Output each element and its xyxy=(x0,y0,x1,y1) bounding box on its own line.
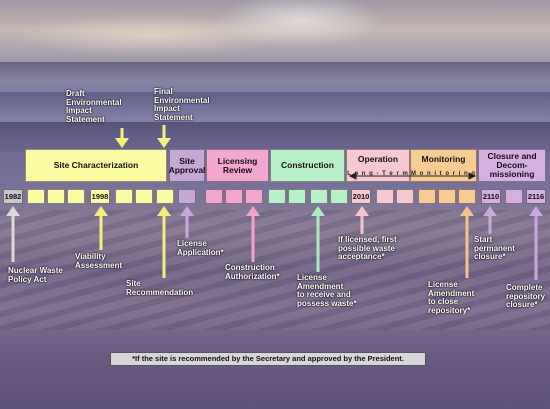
phase-label: Closure and Decom- missioning xyxy=(487,151,537,179)
timeline-cell xyxy=(288,189,306,204)
timeline-cell xyxy=(376,189,394,204)
timeline-cell xyxy=(310,189,328,204)
amend-receive-arrow-head xyxy=(311,206,325,216)
timeline-cell xyxy=(135,189,153,204)
phase-sublabel: L o n g - T e r m xyxy=(347,171,409,177)
timeline-cell xyxy=(458,189,476,204)
phase-construction: Construction xyxy=(270,149,345,182)
year-marker-2116: 2116 xyxy=(526,189,546,204)
phase-site-approval: Site Approval xyxy=(169,149,205,182)
viability-arrow-head xyxy=(94,206,108,216)
label-complete-closure: Complete repository closure* xyxy=(506,283,546,309)
timeline-cell xyxy=(67,189,85,204)
timeline-cell xyxy=(268,189,286,204)
label-nwpa: Nuclear Waste Policy Act xyxy=(8,266,63,284)
timeline-cell xyxy=(225,189,243,204)
phase-site-characterization: Site Characterization xyxy=(25,149,167,182)
mountain-slope xyxy=(0,122,550,152)
phase-label: Site Approval xyxy=(168,155,206,175)
label-construction-authorization: Construction Authorization* xyxy=(225,263,280,281)
timeline-cell xyxy=(178,189,196,204)
start-closure-arrow-head xyxy=(483,206,497,216)
terrain-texture xyxy=(0,210,550,330)
complete-closure-arrow-head xyxy=(529,206,543,216)
label-license-amendment-close: License Amendment to close repository* xyxy=(428,280,475,315)
site-rec-arrow-head xyxy=(157,206,171,216)
nwpa-arrow-head xyxy=(6,206,20,216)
draft-eis-arrow-head xyxy=(115,138,129,148)
timeline-cell xyxy=(27,189,45,204)
phase-label: Licensing Review xyxy=(217,155,258,175)
if-licensed-arrow-head xyxy=(355,206,369,216)
label-viability: Viability Assessment xyxy=(75,252,123,270)
phase-closure: Closure and Decom- missioning xyxy=(478,149,546,182)
label-draft-eis: Draft Environmental Impact Statement xyxy=(66,89,122,124)
timeline-cell xyxy=(418,189,436,204)
phase-licensing-review: Licensing Review xyxy=(206,149,269,182)
timeline-cell xyxy=(245,189,263,204)
year-marker-1998: 1998 xyxy=(90,189,110,204)
timeline-cell xyxy=(156,189,174,204)
mountain-ridge-far xyxy=(0,62,550,82)
phase-label: Site Characterization xyxy=(53,160,139,170)
label-license-amendment-receive: License Amendment to receive and possess… xyxy=(297,273,357,308)
phase-label: Operation xyxy=(357,154,399,164)
label-license-application: License Application* xyxy=(177,239,224,257)
long-term-arrow-right xyxy=(468,172,477,180)
timeline-cell xyxy=(396,189,414,204)
phase-label: Monitoring xyxy=(421,154,466,164)
label-site-recommendation: Site Recommendation xyxy=(126,279,194,297)
year-marker-1982: 1982 xyxy=(3,189,23,204)
timeline-cell xyxy=(47,189,65,204)
long-term-arrow-left xyxy=(348,172,357,180)
year-marker-2110: 2110 xyxy=(481,189,501,204)
mountain-ridge-mid xyxy=(0,92,550,122)
timeline-cell xyxy=(330,189,348,204)
timeline-cell xyxy=(505,189,523,204)
label-start-closure: Start permanent closure* xyxy=(474,235,515,261)
amend-close-arrow-head xyxy=(460,206,474,216)
footnote: *If the site is recommended by the Secre… xyxy=(110,352,426,366)
label-final-eis: Final Environmental Impact Statement xyxy=(154,87,210,122)
timeline-cell xyxy=(205,189,223,204)
final-eis-arrow-head xyxy=(157,138,171,148)
phase-label: Construction xyxy=(281,160,334,170)
label-if-licensed: If licensed, first possible waste accept… xyxy=(338,235,397,261)
license-app-arrow-head xyxy=(180,206,194,216)
timeline-cell xyxy=(115,189,133,204)
construction-auth-arrow-head xyxy=(246,206,260,216)
year-marker-2010: 2010 xyxy=(351,189,371,204)
timeline-cell xyxy=(438,189,456,204)
phase-sublabel: M o n i t o r i n g xyxy=(411,171,476,177)
